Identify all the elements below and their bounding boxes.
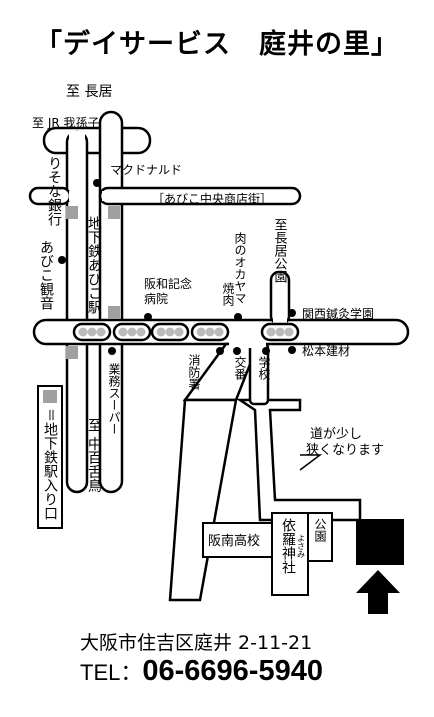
road-lower-right xyxy=(235,398,362,522)
traffic-signals xyxy=(72,322,300,342)
label-resona-bank: りそな銀行 xyxy=(46,156,62,227)
label-abiko-kannon: あびこ観音 xyxy=(38,240,54,310)
label-to-nagai: 至 長居 xyxy=(66,84,112,100)
dot-marker-icon xyxy=(108,347,116,355)
legend-text: ＝地下鉄駅入り口 xyxy=(42,408,58,520)
page-title: 「デイサービス 庭井の里」 xyxy=(35,29,399,60)
label-hannan-high: 阪南高校 xyxy=(208,533,260,549)
station-entrance-marker xyxy=(108,306,120,319)
traffic-signal-icon xyxy=(72,322,112,342)
label-hanwa-hospital-2: 病院 xyxy=(144,291,168,306)
dot-marker-icon xyxy=(93,179,101,187)
label-to-jr-abiko: 至 JR 我孫子 xyxy=(32,116,100,130)
label-sakura-meat: 焼肉 xyxy=(221,282,235,306)
traffic-signal-icon xyxy=(112,322,152,342)
dot-marker-icon xyxy=(233,347,241,355)
dot-marker-icon xyxy=(144,313,152,321)
label-yosami-ruby: よさみ xyxy=(297,534,306,558)
traffic-signal-icon xyxy=(150,322,190,342)
label-police-box: 交番 xyxy=(233,355,247,381)
label-subway-abiko-station: 地下鉄あびこ駅 xyxy=(86,216,102,314)
label-school: 学校 xyxy=(257,355,271,380)
label-hanwa-hospital-1: 阪和記念 xyxy=(144,276,192,291)
destination-building xyxy=(356,519,404,565)
label-road-narrows-2: 狭くなります xyxy=(306,443,384,458)
label-gyomu-super: 業務スーパー xyxy=(107,363,121,435)
telephone: TEL：06-6696-5940 xyxy=(80,655,323,688)
tel-label: TEL： xyxy=(80,660,143,685)
label-yosami-shrine: 依羅神社 xyxy=(280,518,296,574)
dot-marker-icon xyxy=(216,347,224,355)
label-to-nakamozu: 至 中百舌鳥 xyxy=(86,418,102,493)
dot-marker-icon xyxy=(262,347,270,355)
label-park: 公園 xyxy=(313,518,327,542)
road-top xyxy=(42,126,152,155)
road-narrows-callout xyxy=(299,454,323,471)
road-shotengai xyxy=(98,186,302,206)
station-entrance-marker xyxy=(66,346,78,359)
label-meat-okayama: 肉のオカヤマ xyxy=(233,232,247,304)
label-abiko-shotengai: ［あびこ中央商店街］ xyxy=(152,191,272,206)
road-vertical-left xyxy=(65,130,89,494)
legend-station-swatch xyxy=(43,390,57,403)
label-road-narrows-1: 道が少し xyxy=(310,427,362,442)
station-entrance-marker xyxy=(66,206,78,219)
label-fire-station: 消防署 xyxy=(187,354,201,391)
dot-marker-icon xyxy=(288,346,296,354)
map-legend: ＝地下鉄駅入り口 xyxy=(37,385,63,529)
traffic-signal-icon xyxy=(190,322,230,342)
traffic-signal-icon xyxy=(260,322,300,342)
tel-number[interactable]: 06-6696-5940 xyxy=(142,655,323,687)
dot-marker-icon xyxy=(288,309,296,317)
label-kansai-acupuncture: 関西鍼灸学園 xyxy=(302,306,374,321)
label-to-nagai-park: 至長居公園 xyxy=(272,218,288,283)
station-entrance-marker xyxy=(108,206,120,219)
station-entrances xyxy=(66,206,120,359)
label-matsumoto-building: 松本建材 xyxy=(302,344,350,358)
access-map[interactable]: ＝地下鉄駅入り口 至 長居 至 JR 我孫子 りそな銀行 マクドナルド ［あびこ… xyxy=(0,0,434,620)
address-text: 大阪市住吉区庭井 2-11-21 xyxy=(80,632,313,654)
park-building xyxy=(307,512,333,562)
dot-marker-icon xyxy=(234,313,242,321)
dot-marker-icon xyxy=(58,256,66,264)
hannan-high-building xyxy=(202,522,274,558)
buildings xyxy=(202,512,404,596)
label-mcdonalds: マクドナルド xyxy=(110,163,182,177)
arrow-up-icon xyxy=(356,570,400,614)
map-labels: 至 長居 至 JR 我孫子 りそな銀行 マクドナルド ［あびこ中央商店街］ 地下… xyxy=(32,84,384,574)
yosami-shrine-building xyxy=(271,512,309,596)
landmark-dots xyxy=(58,179,296,355)
road-lower-left xyxy=(168,398,238,602)
